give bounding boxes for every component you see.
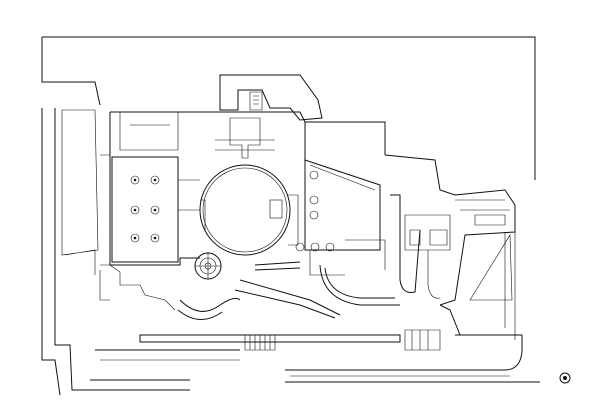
stair-core-top (249, 91, 263, 111)
hall-columns (130, 175, 160, 243)
column-dot-icon (130, 233, 140, 243)
lower-stair (244, 334, 276, 351)
triangular-plaza (469, 233, 513, 301)
upper-roof-outline (219, 74, 323, 121)
lower-right-curve (439, 304, 461, 336)
east-wing-columns (295, 170, 335, 252)
lower-band (139, 334, 401, 343)
sidewalk-edge (100, 232, 516, 377)
north-arrow-icon (559, 372, 571, 384)
column-dot-icon (150, 233, 160, 243)
left-property-edge (41, 108, 190, 396)
street-curb (90, 334, 540, 383)
east-wing-walls (309, 164, 386, 276)
hall-left-block (109, 111, 386, 266)
spiral-stair-icon (194, 252, 222, 280)
column-dot-icon (130, 205, 140, 215)
stepped-edge (99, 264, 176, 311)
right-wing-outline (384, 154, 516, 306)
right-wing-details (455, 199, 510, 226)
central-rotunda (199, 117, 299, 256)
column-dot-icon (150, 175, 160, 185)
east-wing-outline (304, 122, 381, 251)
right-wing-rooms (404, 214, 451, 299)
hall-room (111, 156, 179, 263)
lower-entry-stair (404, 329, 441, 351)
site-boundary (41, 36, 536, 180)
serpentine-wall (177, 297, 241, 320)
column-dot-icon (150, 205, 160, 215)
left-building-edge (61, 109, 99, 275)
hall-room-walls (100, 112, 200, 266)
column-dot-icon (130, 175, 140, 185)
curved-ramp (234, 261, 341, 319)
curved-walkway (319, 264, 400, 306)
